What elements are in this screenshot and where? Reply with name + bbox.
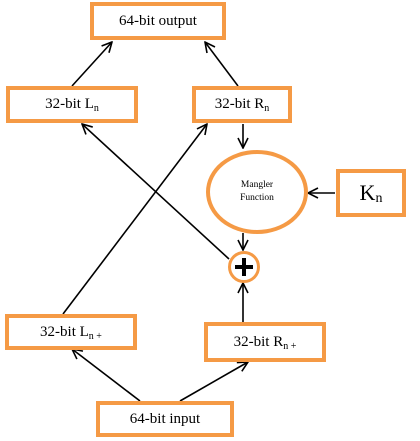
node-subscript: n	[375, 191, 383, 206]
node-subscript: n	[93, 103, 99, 114]
node-label: 32-bit R	[233, 333, 284, 350]
node-label: 32-bit R	[214, 96, 265, 112]
node-label: 64-bit output	[119, 12, 197, 29]
node-subscript: n	[264, 103, 270, 114]
xor-operator	[228, 251, 260, 283]
mangler-line-1: Mangler	[240, 180, 274, 190]
edge-ln-to-output	[71, 42, 112, 87]
edge-ln1-to-rn	[62, 124, 207, 315]
node-label: 32-bit L	[45, 96, 94, 112]
node-64bit-output: 64-bit output	[90, 2, 226, 40]
edge-input-to-ln1	[72, 349, 141, 402]
mangler-line-2: Function	[240, 193, 274, 203]
xor-plus-vertical	[242, 258, 246, 276]
node-mangler-function: Mangler Function	[206, 150, 308, 234]
node-label: K	[359, 180, 376, 205]
node-subscript: n +	[88, 330, 102, 342]
node-label: 64-bit input	[129, 410, 201, 427]
node-64bit-input: 64-bit input	[96, 401, 234, 437]
edge-input-to-rn1	[179, 362, 248, 402]
node-subscript: n +	[283, 340, 297, 352]
edge-rn-to-output	[205, 42, 239, 87]
edge-xor-to-ln	[82, 124, 230, 260]
node-label: 32-bit L	[40, 323, 89, 340]
